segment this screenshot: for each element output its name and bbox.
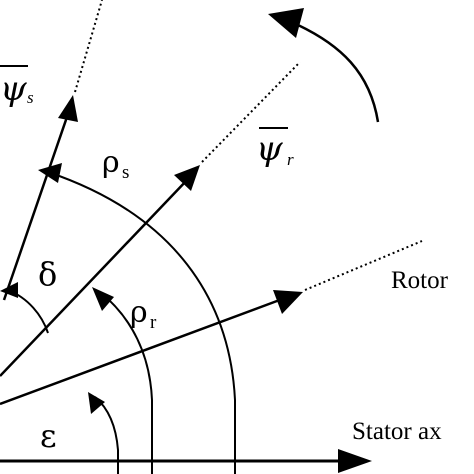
psi-s-symbol: ψ bbox=[0, 69, 27, 109]
psi-r-dotted-extension bbox=[201, 61, 301, 163]
psi-s-vector-arrowhead bbox=[58, 95, 78, 122]
rho-s-arc-arrowhead bbox=[38, 163, 62, 183]
delta-label: δ bbox=[38, 255, 57, 293]
rho-s-symbol: ρ bbox=[102, 145, 120, 180]
rho-r-subscript: r bbox=[150, 312, 157, 333]
rho-r-arc-arrowhead bbox=[92, 287, 114, 311]
psi-r-vector-line bbox=[0, 178, 189, 377]
delta-arc bbox=[7, 289, 49, 334]
psi-s-subscript: s bbox=[27, 88, 34, 107]
epsilon-label: ε bbox=[40, 417, 57, 455]
stator-axis-arrowhead bbox=[338, 449, 372, 473]
rho-r-arc bbox=[99, 291, 153, 474]
rotation-arrowhead bbox=[268, 8, 304, 38]
rho-r-symbol: ρ bbox=[130, 295, 148, 330]
rotor-axis-dotted-extension bbox=[304, 240, 423, 291]
psi-r-vector-arrowhead bbox=[174, 165, 200, 191]
stator-axis-label: Stator ax bbox=[352, 418, 442, 445]
rho-s-subscript: s bbox=[122, 162, 129, 183]
psi-s-dotted-extension bbox=[74, 0, 103, 93]
rotor-axis-arrowhead bbox=[273, 290, 303, 314]
psi-s-vector-line bbox=[2, 113, 70, 301]
rotor-axis-label: Rotor bbox=[391, 267, 449, 294]
rho-s-arc bbox=[47, 171, 236, 474]
psi-r-subscript: r bbox=[287, 150, 294, 169]
rotation-arrow bbox=[297, 23, 380, 123]
epsilon-arc-arrowhead bbox=[88, 392, 105, 414]
delta-arc-arrowhead bbox=[0, 282, 18, 298]
psi-r-symbol: ψ bbox=[256, 129, 283, 169]
